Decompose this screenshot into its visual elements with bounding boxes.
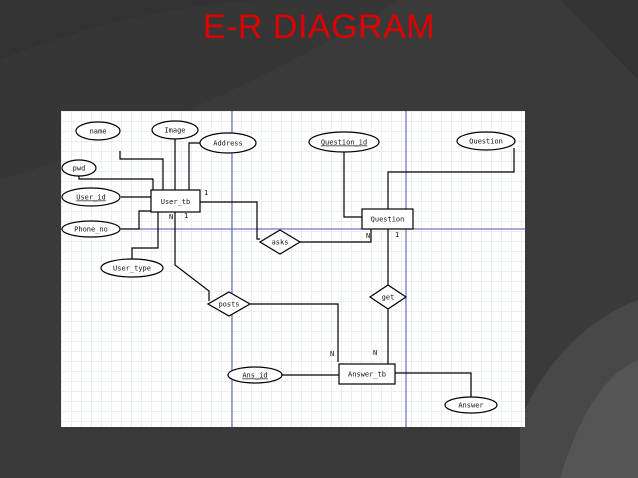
attribute-image-label: Image [164,127,185,135]
relationship-asks-label: asks [272,239,289,247]
attribute-user-type[interactable]: User_type [100,258,164,278]
cardinality-label: N [330,350,334,358]
cardinality-label: 1 [184,212,188,220]
attribute-image[interactable]: Image [151,120,199,140]
attribute-pwd-label: pwd [73,165,86,173]
entity-question[interactable]: Question [361,208,414,230]
entity-question-label: Question [371,216,405,224]
entity-answer-tb[interactable]: Answer_tb [338,363,396,385]
attribute-user-id[interactable]: User_id [61,187,121,207]
attribute-question-label: Question [469,138,503,146]
attribute-name[interactable]: name [75,121,121,141]
cardinality-label: N [366,232,370,240]
attribute-answer-label: Answer [458,402,483,410]
cardinality-label: N [169,213,173,221]
relationship-asks[interactable]: asks [258,229,302,255]
relationship-posts-label: posts [218,301,239,309]
cardinality-label: N [373,349,377,357]
attribute-name-label: name [90,128,107,136]
attribute-answer[interactable]: Answer [444,396,498,414]
attribute-ans-id-label: Ans_id [242,372,267,380]
attribute-question-id-label: Question_id [321,139,367,147]
entity-user-tb-label: User_tb [161,198,191,206]
attribute-address-label: Address [213,140,243,148]
er-diagram: name Image Address pwd User_id Phone_no … [61,111,525,427]
entity-user-tb[interactable]: User_tb [150,189,201,213]
cardinality-label: 1 [204,189,208,197]
er-diagram-canvas: name Image Address pwd User_id Phone_no … [61,111,525,427]
attribute-user-type-label: User_type [113,265,151,273]
relationship-get[interactable]: get [368,284,408,310]
attribute-question[interactable]: Question [456,131,516,151]
attribute-question-id[interactable]: Question_id [308,131,380,153]
attribute-phone-no-label: Phone_no [74,226,108,234]
slide-title: E-R DIAGRAM [202,8,436,46]
attribute-phone-no[interactable]: Phone_no [61,220,121,238]
attribute-user-id-label: User_id [76,194,106,202]
entity-answer-tb-label: Answer_tb [348,371,386,379]
attribute-address[interactable]: Address [199,132,257,154]
cardinality-label: 1 [395,231,399,239]
relationship-get-label: get [382,294,395,302]
attribute-pwd[interactable]: pwd [61,159,97,177]
attribute-ans-id[interactable]: Ans_id [227,366,283,384]
relationship-posts[interactable]: posts [206,291,252,317]
